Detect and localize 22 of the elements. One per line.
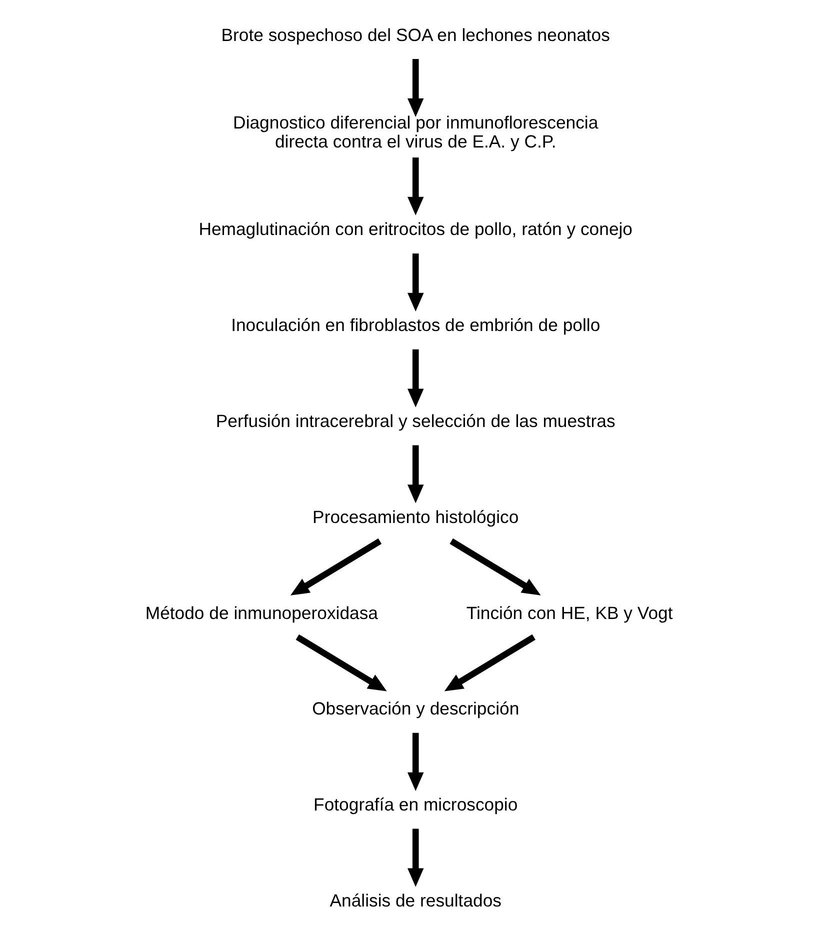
arrow bbox=[290, 538, 382, 596]
arrow bbox=[408, 828, 424, 887]
node-text: Diagnostico diferencial por inmunoflorescencia directa contra el virus de E.A. y C.P. bbox=[233, 112, 598, 152]
arrow bbox=[408, 349, 424, 408]
node-text: Análisis de resultados bbox=[330, 890, 502, 910]
arrow bbox=[408, 732, 424, 791]
arrow bbox=[408, 158, 424, 216]
node-text: Método de inmunoperoxidasa bbox=[145, 602, 378, 623]
node-text: Perfusión intracerebral y selección de las muestras bbox=[216, 410, 616, 431]
node-text: Fotografía en microscopio bbox=[314, 794, 518, 815]
node-text: Tinción con HE, KB y Vogt bbox=[466, 602, 673, 623]
arrow bbox=[408, 58, 424, 117]
arrow bbox=[450, 538, 541, 596]
node-text: Inoculación en fibroblastos de embrión de pollo bbox=[231, 315, 600, 336]
arrow bbox=[408, 445, 424, 504]
node-text: Hemaglutinación con eritrocitos de pollo, ratón y conejo bbox=[198, 219, 633, 240]
node-text: Observación y descripción bbox=[312, 698, 520, 719]
arrow bbox=[444, 634, 536, 692]
node-text: Procesamiento histológico bbox=[312, 506, 519, 527]
arrow bbox=[296, 634, 387, 692]
arrow bbox=[408, 253, 424, 312]
node-text: Brote sospechoso del SOA en lechones neonatos bbox=[221, 24, 610, 45]
